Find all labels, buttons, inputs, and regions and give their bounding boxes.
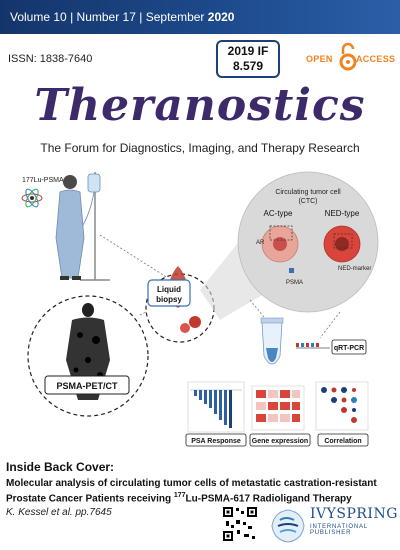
inside-back-cover-heading: Inside Back Cover:	[6, 460, 115, 474]
gene-expression-label: Gene expression	[252, 438, 308, 445]
test-tube-icon	[260, 317, 284, 365]
impact-factor-label: 2019 IF	[227, 44, 269, 58]
qr-code-icon	[222, 506, 258, 542]
cover-figure: 177Lu-PSMA PSMA-PET/CT Liquid b	[21, 171, 379, 447]
journal-title: Theranostics	[34, 80, 366, 131]
article-title: Molecular analysis of circulating tumor …	[6, 478, 396, 505]
impact-factor-value: 8.579	[232, 59, 264, 73]
psa-response-label: PSA Response	[191, 438, 241, 445]
impact-factor-badge: 2019 IF 8.579	[216, 40, 280, 78]
ned-type-label: NED-type	[325, 209, 360, 218]
separator: |	[70, 10, 74, 24]
liquid-biopsy-label-2: biopsy	[156, 295, 182, 304]
psa-response-panel: PSA Response	[185, 381, 247, 447]
article-title-line-1: Molecular analysis of circulating tumor …	[6, 478, 377, 489]
publisher-tagline: INTERNATIONAL PUBLISHER	[310, 524, 368, 536]
ctc-title: Circulating tumor cell	[275, 189, 341, 196]
atom-icon	[21, 188, 43, 208]
year-text: 2020	[207, 10, 235, 24]
month-text: September	[145, 10, 205, 24]
separator: |	[139, 10, 143, 24]
correlation-label: Correlation	[324, 438, 361, 445]
article-title-line-2-post: Lu-PSMA-617 Radioligand Therapy	[185, 493, 352, 505]
article-title-sup: 177	[173, 492, 186, 499]
qrt-pcr-label: qRT-PCR	[334, 345, 364, 352]
article-authors: K. Kessel et al. pp.7645	[6, 507, 112, 519]
issn-label: ISSN: 1838-7640	[8, 53, 93, 65]
psma-label: PSMA	[286, 280, 303, 286]
ivyspring-logo-icon	[271, 509, 305, 543]
publisher-name: IVYSPRING	[310, 506, 398, 522]
publisher-block: IVYSPRING INTERNATIONAL PUBLISHER	[310, 506, 398, 536]
patient-figure	[55, 175, 85, 280]
volume-text: Volume 10	[10, 10, 67, 24]
open-access-lock-icon	[339, 42, 357, 71]
liquid-biopsy-label: Liquid	[157, 285, 181, 294]
open-access-open-text: OPEN	[306, 54, 333, 64]
qrt-pcr-panel: qRT-PCR	[296, 339, 367, 355]
pet-ct-panel: PSMA-PET/CT	[27, 295, 149, 417]
ned-marker-label: NED-marker	[338, 266, 371, 272]
iv-bag-icon	[79, 172, 110, 281]
ar-label: AR	[256, 240, 265, 246]
ctc-panel: Circulating tumor cell (CTC) AC-type NED…	[200, 171, 379, 320]
open-access-logo: OPEN ACCESS	[306, 42, 396, 76]
gene-expression-panel: Gene expression	[249, 385, 311, 447]
number-text: Number 17	[76, 10, 136, 24]
ctc-abbrev: (CTC)	[298, 198, 317, 205]
ac-type-label: AC-type	[264, 209, 293, 218]
issue-header-bar: Volume 10 | Number 17 | September 2020	[0, 0, 400, 34]
correlation-panel: Correlation	[315, 381, 369, 447]
connector-line	[99, 234, 169, 279]
journal-subtitle: The Forum for Diagnostics, Imaging, and …	[40, 141, 360, 155]
isotope-label: 177Lu-PSMA	[22, 177, 64, 184]
inside-back-cover-section: Inside Back Cover: Molecular analysis of…	[6, 460, 396, 518]
pet-ct-label: PSMA-PET/CT	[56, 381, 118, 391]
article-title-line-2-pre: Prostate Cancer Patients receiving	[6, 493, 174, 505]
connector-line	[319, 311, 341, 339]
liquid-biopsy-panel: Liquid biopsy	[145, 266, 215, 343]
open-access-access-text: ACCESS	[356, 54, 396, 64]
connector-line	[249, 299, 269, 323]
